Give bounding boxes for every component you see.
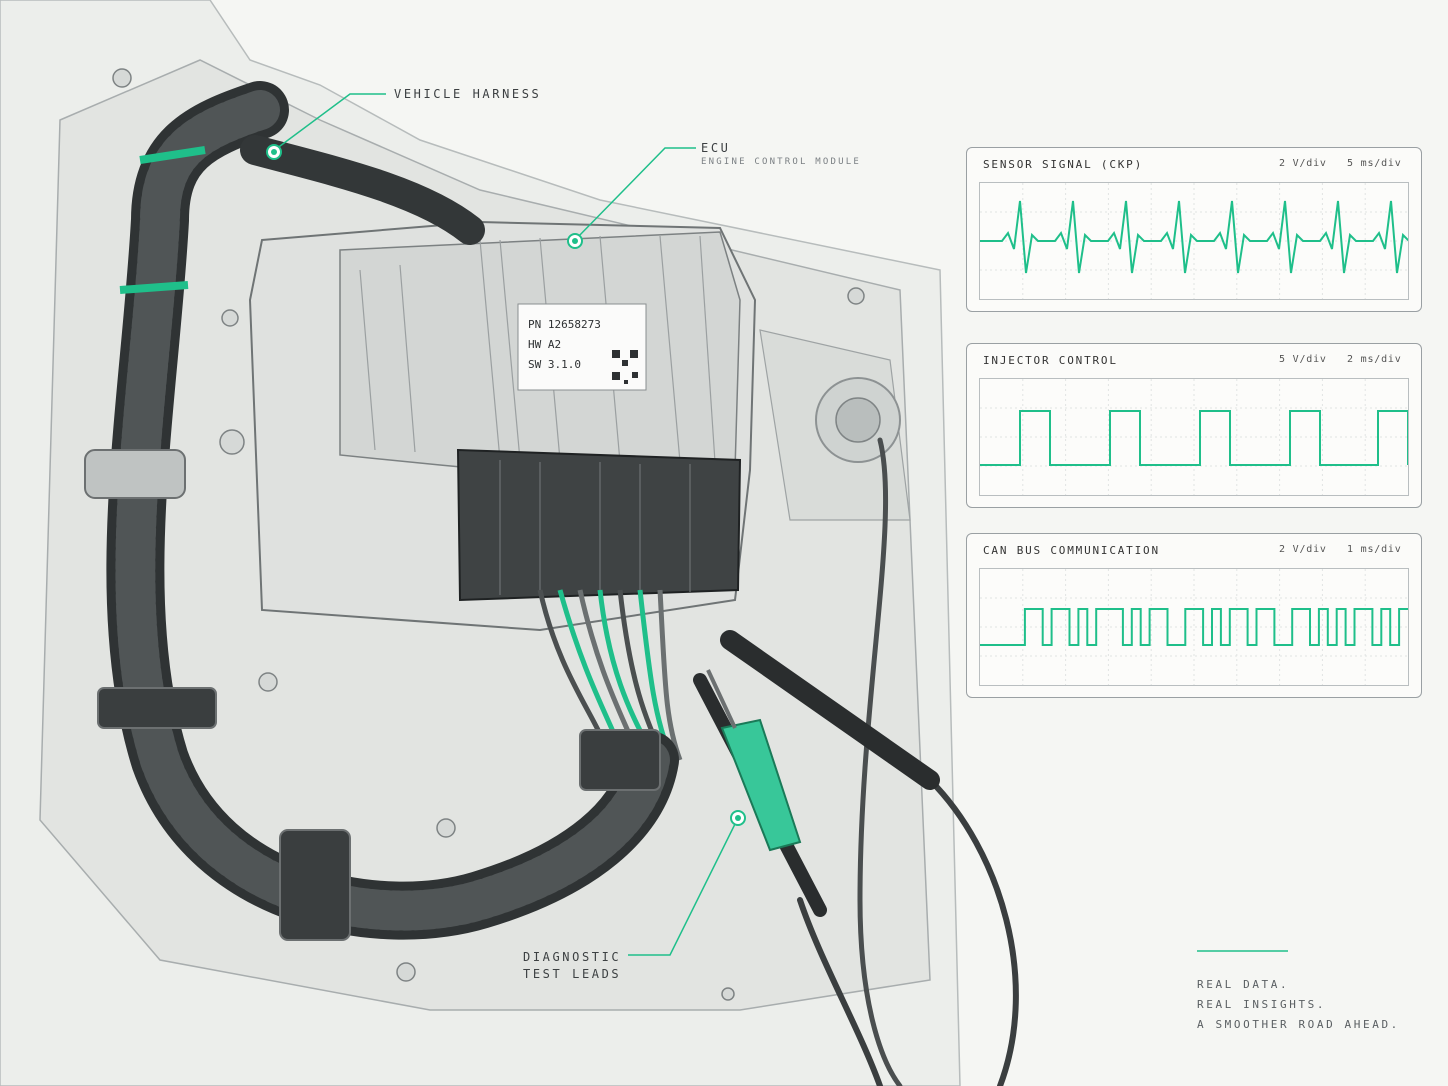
- tagline-line3: A SMOOTHER ROAD AHEAD.: [1197, 1018, 1400, 1031]
- ckp-trace: [980, 200, 1412, 274]
- callout-leaders: [271, 93, 739, 956]
- scope-panel-can: CAN BUS COMMUNICATION 2 V/div 1 ms/div: [966, 533, 1422, 698]
- scope-time-per-div: 5 ms/div: [1347, 158, 1402, 169]
- ecu-label-sw: SW 3.1.0: [528, 358, 581, 371]
- scope-plot: [979, 378, 1409, 496]
- injector-waveform: [980, 379, 1409, 495]
- diagnostic-label-line2: TEST LEADS: [523, 967, 622, 981]
- ecu-label: ECU: [701, 141, 731, 155]
- scope-title: INJECTOR CONTROL: [983, 354, 1118, 367]
- scope-plot: [979, 568, 1409, 686]
- injector-trace: [980, 410, 1409, 466]
- can-bus-waveform: [980, 569, 1408, 685]
- scope-volts-per-div: 5 V/div: [1279, 354, 1327, 365]
- diagnostic-label-line1: DIAGNOSTIC: [523, 950, 622, 964]
- tagline-line2: REAL INSIGHTS.: [1197, 998, 1327, 1011]
- ecu-connector: [456, 448, 742, 602]
- scope-time-per-div: 2 ms/div: [1347, 354, 1402, 365]
- harness-bands: [119, 146, 206, 294]
- scope-title: CAN BUS COMMUNICATION: [983, 544, 1160, 557]
- ecu-id-label: [517, 303, 647, 391]
- scope-panel-injector: INJECTOR CONTROL 5 V/div 2 ms/div: [966, 343, 1422, 508]
- qr-code-icon: [612, 350, 638, 384]
- green-probe: [706, 669, 802, 852]
- tagline-line1: REAL DATA.: [1197, 978, 1290, 991]
- scope-panel-sensor: SENSOR SIGNAL (CKP) 2 V/div 5 ms/div: [966, 147, 1422, 312]
- harness-clips: [84, 449, 661, 941]
- vehicle-harness-label: VEHICLE HARNESS: [394, 87, 542, 101]
- ckp-waveform: [980, 183, 1412, 299]
- ecu-sublabel: ENGINE CONTROL MODULE: [701, 157, 861, 167]
- vehicle-harness: [106, 81, 679, 940]
- scope-title: SENSOR SIGNAL (CKP): [983, 158, 1144, 171]
- ecu-label-hw: HW A2: [528, 338, 561, 351]
- scope-time-per-div: 1 ms/div: [1347, 544, 1402, 555]
- scope-plot: [979, 182, 1412, 300]
- ecu-label-pn: PN 12658273: [528, 318, 601, 331]
- test-leads: [693, 437, 1019, 1086]
- scope-volts-per-div: 2 V/div: [1279, 158, 1327, 169]
- callout-dots: [266, 144, 746, 826]
- scope-volts-per-div: 2 V/div: [1279, 544, 1327, 555]
- can-trace: [980, 608, 1408, 646]
